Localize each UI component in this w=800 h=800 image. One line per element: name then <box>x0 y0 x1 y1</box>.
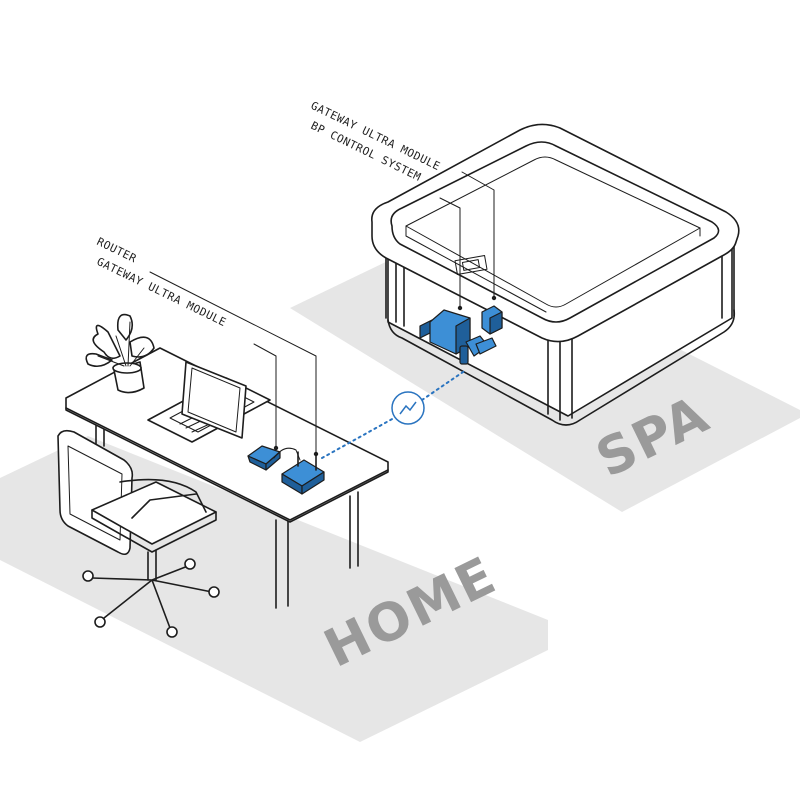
laptop <box>147 361 271 443</box>
wireless-link <box>321 369 467 459</box>
spa-rim-hatch <box>454 255 488 275</box>
bp-control-system <box>419 309 497 365</box>
potted-plant <box>85 313 155 394</box>
router <box>273 447 325 495</box>
office-chair <box>57 429 220 638</box>
callout-home-gateway: GATEWAY ULTRA MODULE <box>95 255 229 329</box>
spa-gateway-module <box>481 305 503 335</box>
spa-tub <box>371 123 740 426</box>
home-gateway-module <box>247 445 281 471</box>
